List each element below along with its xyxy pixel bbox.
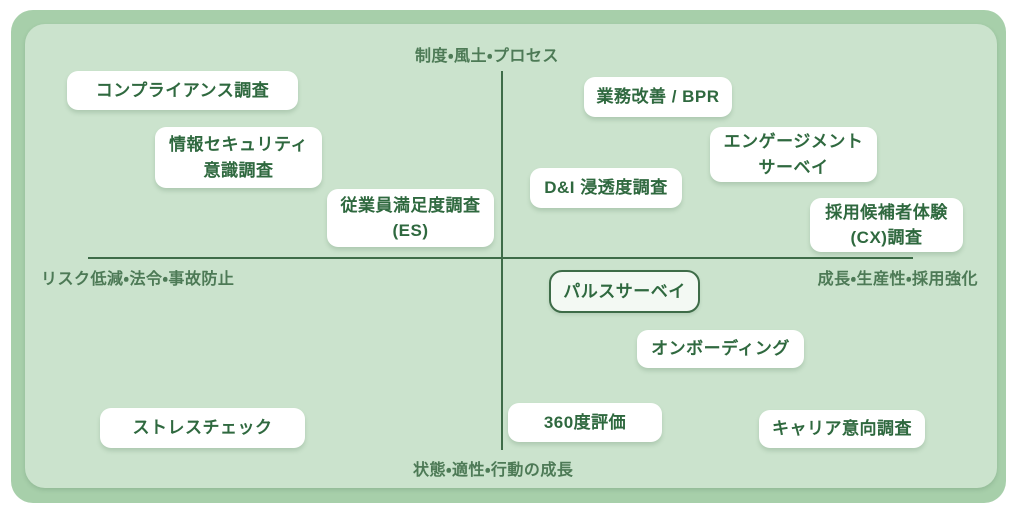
- axis-label-right: 成長・生産性・採用強化: [817, 271, 978, 288]
- item-employee-satisfaction-survey: 従業員満足度調査 (ES): [327, 189, 494, 247]
- item-pulse-survey: パルスサーベイ: [549, 270, 700, 313]
- vertical-axis-line: [501, 71, 503, 450]
- axis-label-left: リスク低減・法令・事故防止: [41, 271, 235, 288]
- item-onboarding: オンボーディング: [637, 330, 804, 368]
- item-stress-check: ストレスチェック: [100, 408, 305, 448]
- item-business-improvement-bpr: 業務改善 / BPR: [584, 77, 732, 117]
- item-di-penetration-survey: D&I 浸透度調査: [530, 168, 682, 208]
- item-infosec-awareness-survey: 情報セキュリティ 意識調査: [155, 127, 322, 188]
- item-compliance-survey: コンプライアンス調査: [67, 71, 298, 110]
- item-360-evaluation: 360度評価: [508, 403, 662, 442]
- item-career-intention-survey: キャリア意向調査: [759, 410, 925, 448]
- item-engagement-survey: エンゲージメント サーベイ: [710, 127, 877, 182]
- axis-label-top: 制度・風土・プロセス: [415, 48, 559, 65]
- item-candidate-experience-survey: 採用候補者体験 (CX)調査: [810, 198, 963, 252]
- horizontal-axis-line: [88, 257, 913, 259]
- axis-label-bottom: 状態・適性・行動の成長: [413, 462, 574, 479]
